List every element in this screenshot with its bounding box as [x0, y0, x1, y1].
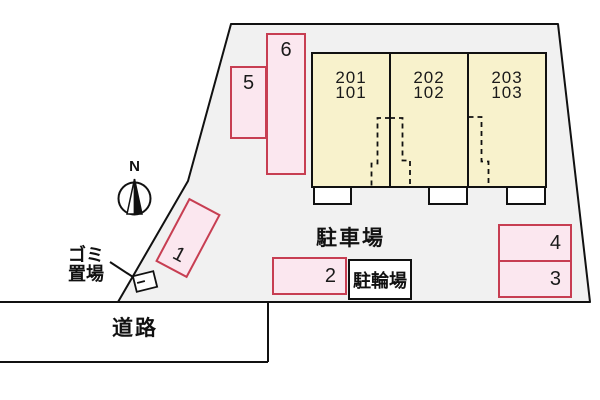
garbage-box — [131, 270, 159, 293]
parking-space-1: 1 — [155, 197, 221, 279]
unit-202-102: 202 102 — [389, 54, 467, 186]
north-compass-icon — [117, 178, 152, 216]
unit-lower-number: 103 — [491, 83, 523, 102]
space-number: 3 — [549, 267, 561, 290]
unit-lower-number: 102 — [413, 83, 445, 102]
building: 201 101 202 102 203 103 — [311, 52, 547, 188]
bicycle-parking-box: 駐輪場 — [348, 259, 412, 300]
space-number: 1 — [169, 242, 190, 268]
space-number: 2 — [324, 264, 336, 287]
space-number: 6 — [280, 39, 292, 61]
parking-space-3: 3 — [498, 260, 572, 298]
parking-space-2: 2 — [272, 257, 347, 295]
parking-space-5: 5 — [230, 66, 267, 139]
space-number: 4 — [549, 231, 561, 254]
unit-203-103: 203 103 — [467, 54, 545, 186]
garbage-area-label: ゴミ 置場 — [68, 245, 104, 284]
bicycle-parking-label: 駐輪場 — [353, 270, 407, 291]
road-label: 道路 — [112, 317, 158, 340]
unit-201-101: 201 101 — [313, 54, 389, 186]
porch-2 — [428, 186, 468, 205]
unit-lower-number: 101 — [335, 83, 367, 102]
north-label: N — [129, 158, 140, 175]
space-number: 5 — [242, 72, 255, 94]
garbage-leader-line — [109, 261, 137, 280]
parking-area-label: 駐車場 — [316, 227, 385, 250]
parking-space-4: 4 — [498, 224, 572, 262]
porch-1 — [313, 186, 352, 205]
parking-space-6: 6 — [266, 33, 306, 175]
porch-3 — [506, 186, 546, 205]
